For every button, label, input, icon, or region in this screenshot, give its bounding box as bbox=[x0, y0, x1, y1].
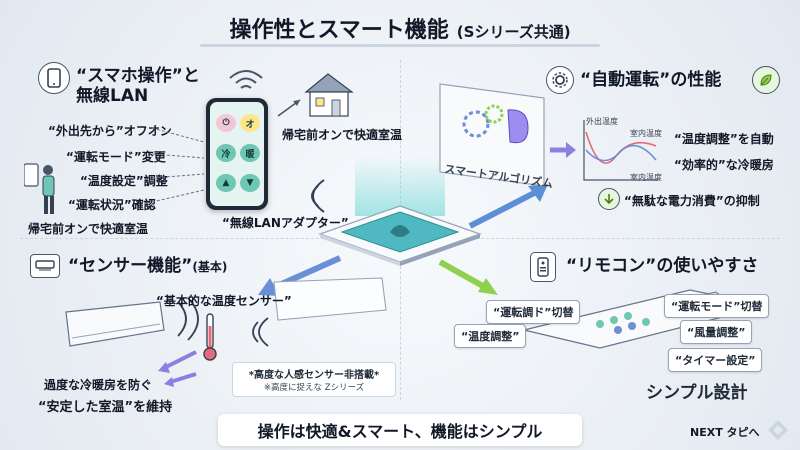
down-arrow-badge bbox=[598, 188, 620, 210]
temperature-sensor-label: “基本的な温度センサー” bbox=[156, 294, 292, 308]
remote-tag-temperature: “温度調整” bbox=[454, 324, 527, 348]
house-arrow bbox=[277, 99, 301, 117]
smartphone-bottom-caption: 帰宅前オンで快適室温 bbox=[28, 222, 149, 236]
title-sub: (Sシリーズ共通) bbox=[456, 23, 571, 41]
footer-tagline-box: 操作は快適&スマート、機能はシンプル bbox=[218, 414, 582, 446]
adapter-signal-icon bbox=[311, 179, 325, 213]
thermometer-icon bbox=[203, 313, 217, 361]
house-icon bbox=[304, 73, 354, 117]
graph-indoor-label-1: 室内温度 bbox=[630, 129, 662, 138]
graph-outdoor-label: 外出温度 bbox=[586, 117, 618, 126]
air-conditioner-front bbox=[65, 301, 165, 347]
phone-up-button: ▲ bbox=[216, 174, 236, 192]
footer-tagline: 操作は快適&スマート、機能はシンプル bbox=[257, 422, 543, 441]
remote-section-title: “リモコン”の使いやすさ bbox=[566, 256, 759, 276]
house-caption: 帰宅前オンで快適室温 bbox=[282, 128, 403, 142]
sensor-note-box: *高度な人感センサー非搭載* ※高度に捉えな Zシリーズ bbox=[232, 362, 396, 397]
sensor-waves-right bbox=[252, 317, 269, 347]
remote-tag-fan-speed: “風量調整” bbox=[680, 320, 753, 344]
leaf-icon bbox=[752, 66, 780, 94]
phone-down-button: ▼ bbox=[240, 174, 260, 192]
auto-point-temperature: “温度調整”を自動 bbox=[674, 132, 774, 146]
algorithm-arrow bbox=[550, 142, 576, 158]
auto-section-title: “自動運転”の性能 bbox=[580, 70, 722, 90]
phone-cool-button: 冷 bbox=[216, 144, 236, 162]
remote-tag-mode-switch: “運転調ド”切替 bbox=[486, 300, 581, 324]
remote-tag-timer: “タイマー設定” bbox=[668, 348, 763, 372]
gear-icon bbox=[546, 66, 574, 94]
sensor-title: “センサー機能” bbox=[68, 256, 193, 276]
air-conditioner-back bbox=[273, 277, 387, 321]
sensor-note-line1: *高度な人感センサー非搭載* bbox=[248, 370, 380, 381]
smartphone-icon bbox=[38, 62, 70, 94]
leaf-badge bbox=[752, 66, 780, 94]
wifi-icon bbox=[229, 70, 263, 89]
smartphone-feature-temp-adjust: “温度設定”調整 bbox=[80, 174, 168, 188]
wireless-adapter-device bbox=[318, 156, 482, 266]
auto-point-power-saving: “無駄な電力消費”の抑制 bbox=[624, 194, 760, 208]
auto-point-efficient: “効率的”な冷暖房 bbox=[674, 158, 774, 172]
person-icon bbox=[24, 163, 55, 214]
sensor-benefit-line2: “安定した室温”を維持 bbox=[38, 400, 173, 415]
brand-logo-icon bbox=[768, 420, 788, 440]
phone-on-button: オ bbox=[240, 114, 260, 132]
sensor-note-line2: ※高度に捉えな Zシリーズ bbox=[263, 383, 365, 393]
sensor-section-title: “センサー機能”(基本) bbox=[68, 256, 227, 276]
phone-power-button: ⏻ bbox=[216, 114, 236, 132]
temperature-graph bbox=[583, 120, 658, 181]
phone-heat-button: 暖 bbox=[240, 144, 260, 162]
smartphone-feature-remote-onoff: “外出先から”オフオン bbox=[48, 124, 172, 138]
smartphone-badge bbox=[38, 62, 70, 94]
graph-indoor-label-2: 室内温度 bbox=[630, 173, 662, 182]
sensor-title-sub: (基本) bbox=[192, 260, 228, 274]
title-underline bbox=[200, 44, 600, 47]
sensor-benefit-line1: 過度な冷暖房を防ぐ bbox=[44, 378, 153, 392]
smartphone-feature-status-check: “運転状況”確認 bbox=[68, 198, 156, 212]
wireless-adapter-label: “無線LANアダプター” bbox=[222, 216, 349, 230]
remote-control-icon bbox=[530, 252, 556, 282]
smartphone-section-title: “スマホ操作”と 無線LAN bbox=[76, 66, 200, 107]
down-arrow-icon bbox=[598, 188, 620, 210]
phone-screen: ⏻ オ 冷 暖 ▲ ▼ bbox=[210, 102, 264, 206]
remote-tag-operation-mode: “運転モード”切替 bbox=[664, 294, 770, 318]
simple-design-label: シンプル設計 bbox=[646, 383, 748, 403]
page-title: 操作性とスマート機能 (Sシリーズ共通) bbox=[0, 12, 800, 44]
smartphone-feature-mode-change: “運転モード”変更 bbox=[66, 150, 166, 164]
remote-badge bbox=[530, 252, 556, 282]
smartphone-title-line1: “スマホ操作”と bbox=[76, 66, 200, 86]
smartphone-illustration: ⏻ オ 冷 暖 ▲ ▼ bbox=[206, 98, 268, 210]
ac-badge bbox=[30, 254, 60, 278]
smart-algorithm-board bbox=[439, 83, 545, 187]
title-main: 操作性とスマート機能 bbox=[229, 18, 449, 43]
connection-arrows bbox=[258, 184, 548, 296]
gear-badge bbox=[546, 66, 574, 94]
feature-pointer-lines bbox=[151, 127, 205, 203]
smartphone-title-line2: 無線LAN bbox=[76, 86, 149, 107]
sensor-waves bbox=[177, 297, 199, 341]
next-link[interactable]: NEXT タピへ bbox=[690, 426, 760, 439]
sensor-arrows bbox=[158, 350, 197, 387]
air-conditioner-icon bbox=[30, 254, 60, 278]
